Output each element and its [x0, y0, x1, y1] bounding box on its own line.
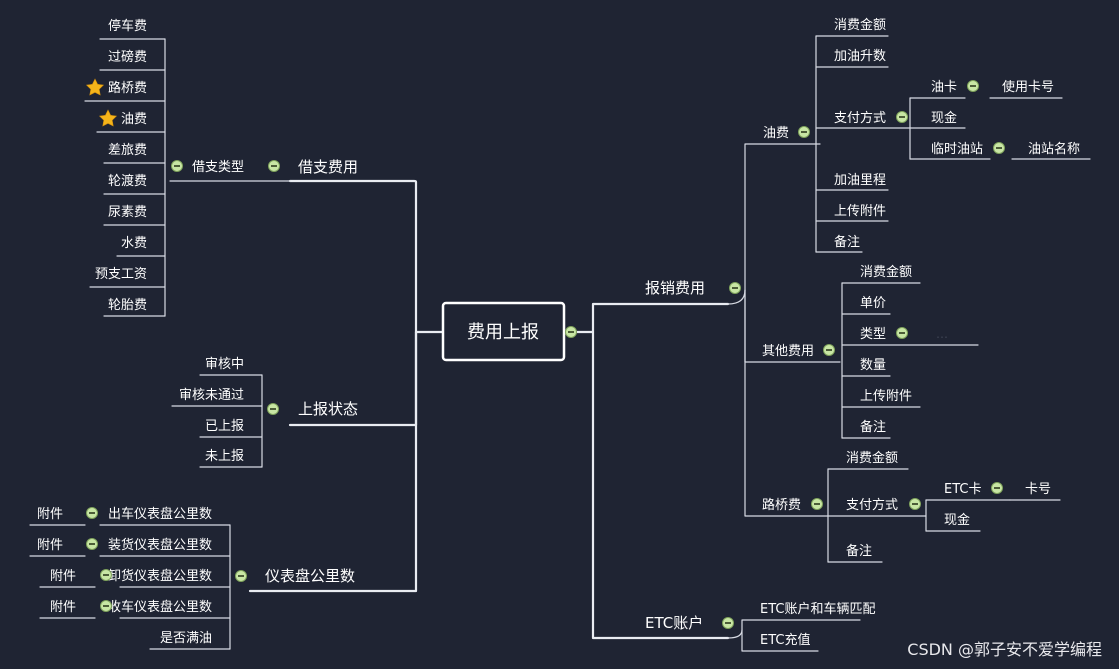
odometer-item-collapse-icon[interactable] — [86, 507, 98, 519]
borrow-item[interactable]: 过磅费 — [108, 49, 147, 65]
etc-card-collapse-icon[interactable] — [991, 482, 1003, 494]
root-collapse-icon[interactable] — [565, 326, 577, 338]
connector-lines — [29, 35, 1091, 652]
fuel-payment-collapse-icon[interactable] — [896, 111, 908, 123]
borrow-item[interactable]: 路桥费 — [108, 80, 147, 96]
other-item[interactable]: 备注 — [860, 419, 886, 435]
other-type-child[interactable]: … — [936, 327, 948, 341]
station-name[interactable]: 油站名称 — [1028, 141, 1080, 157]
oil-card-collapse-icon[interactable] — [967, 80, 979, 92]
borrow-item[interactable]: 轮渡费 — [108, 173, 147, 189]
other-item[interactable]: 单价 — [860, 296, 886, 311]
fuel-collapse-icon[interactable] — [798, 126, 810, 138]
fuel-item[interactable]: 备注 — [834, 234, 860, 250]
root-box — [441, 301, 566, 362]
status-item[interactable]: 审核中 — [205, 357, 244, 372]
status-item[interactable]: 审核未通过 — [179, 388, 244, 403]
odometer-item-collapse-icon[interactable] — [86, 538, 98, 550]
borrow-collapse-icon[interactable] — [268, 160, 280, 172]
borrow-item[interactable]: 差旅费 — [108, 143, 147, 158]
toll-payment-option[interactable]: 现金 — [944, 512, 970, 528]
fuel-payment-option[interactable]: 油卡 — [931, 80, 957, 95]
borrow-item[interactable]: 油费 — [121, 112, 147, 127]
other-item[interactable]: 消费金额 — [860, 264, 912, 280]
fuel-item[interactable]: 支付方式 — [834, 110, 886, 126]
borrow-item[interactable]: 尿素费 — [108, 205, 147, 220]
oil-card-number[interactable]: 使用卡号 — [1002, 79, 1054, 95]
fuel-item[interactable]: 加油升数 — [834, 49, 886, 64]
borrow-item[interactable]: 水费 — [121, 236, 147, 251]
watermark: CSDN @郭子安不爱学编程 — [907, 640, 1102, 659]
status-item[interactable]: 已上报 — [205, 419, 244, 434]
odometer-collapse-icon[interactable] — [235, 570, 247, 582]
fuel-payment-option[interactable]: 现金 — [931, 110, 957, 126]
borrow-item[interactable]: 轮胎费 — [108, 298, 147, 313]
other-type-collapse-icon[interactable] — [896, 327, 908, 339]
etc-collapse-icon[interactable] — [722, 617, 734, 629]
odometer-attachment[interactable]: 附件 — [37, 538, 63, 553]
odometer-attachment[interactable]: 附件 — [37, 507, 63, 522]
borrow-type-collapse-icon[interactable] — [171, 160, 183, 172]
toll-payment-collapse-icon[interactable] — [909, 498, 921, 510]
branch-borrow-title[interactable]: 借支费用 — [298, 158, 358, 176]
status-item[interactable]: 未上报 — [205, 449, 244, 464]
fuel-item[interactable]: 消费金额 — [834, 17, 886, 33]
other-item[interactable]: 数量 — [860, 358, 886, 373]
reimburse-collapse-icon[interactable] — [729, 282, 741, 294]
odometer-attachment[interactable]: 附件 — [50, 600, 76, 615]
toll-item[interactable]: 消费金额 — [846, 450, 898, 466]
odometer-item-collapse-icon[interactable] — [100, 600, 112, 612]
branch-etc-title[interactable]: ETC账户 — [645, 614, 703, 632]
root-label: 费用上报 — [467, 322, 539, 343]
other-title[interactable]: 其他费用 — [762, 344, 814, 359]
toll-item[interactable]: 备注 — [846, 543, 872, 559]
fuel-payment-option[interactable]: 临时油站 — [931, 142, 983, 157]
odometer-item[interactable]: 装货仪表盘公里数 — [108, 537, 212, 553]
branch-reimburse-title[interactable]: 报销费用 — [645, 279, 705, 297]
etc-item[interactable]: ETC账户和车辆匹配 — [760, 601, 875, 617]
toll-item[interactable]: 支付方式 — [846, 497, 898, 513]
temp-station-collapse-icon[interactable] — [993, 142, 1005, 154]
fuel-item[interactable]: 加油里程 — [834, 173, 886, 188]
branch-status-title[interactable]: 上报状态 — [298, 400, 358, 418]
borrow-item[interactable]: 预支工资 — [95, 267, 147, 282]
status-collapse-icon[interactable] — [267, 403, 279, 415]
borrow-item[interactable]: 停车费 — [108, 18, 147, 34]
etc-item[interactable]: ETC充值 — [760, 632, 810, 648]
borrow-type-label[interactable]: 借支类型 — [192, 160, 244, 175]
root-node[interactable]: 费用上报 — [441, 301, 566, 362]
fuel-item[interactable]: 上传附件 — [834, 204, 886, 219]
odometer-item[interactable]: 收车仪表盘公里数 — [108, 599, 212, 615]
odometer-item[interactable]: 出车仪表盘公里数 — [108, 506, 212, 522]
other-item[interactable]: 类型 — [860, 327, 886, 342]
branch-odometer-title[interactable]: 仪表盘公里数 — [265, 567, 355, 585]
odometer-item[interactable]: 卸货仪表盘公里数 — [108, 568, 212, 584]
star-icon — [85, 78, 105, 96]
toll-payment-option[interactable]: ETC卡 — [944, 482, 981, 497]
toll-collapse-icon[interactable] — [811, 498, 823, 510]
etc-card-number[interactable]: 卡号 — [1025, 482, 1051, 497]
other-collapse-icon[interactable] — [823, 344, 835, 356]
other-item[interactable]: 上传附件 — [860, 389, 912, 404]
fuel-title[interactable]: 油费 — [763, 126, 789, 141]
star-icon — [98, 109, 118, 127]
odometer-item-collapse-icon[interactable] — [100, 569, 112, 581]
odometer-item[interactable]: 是否满油 — [160, 631, 212, 646]
odometer-attachment[interactable]: 附件 — [50, 569, 76, 584]
toll-title[interactable]: 路桥费 — [762, 497, 801, 513]
